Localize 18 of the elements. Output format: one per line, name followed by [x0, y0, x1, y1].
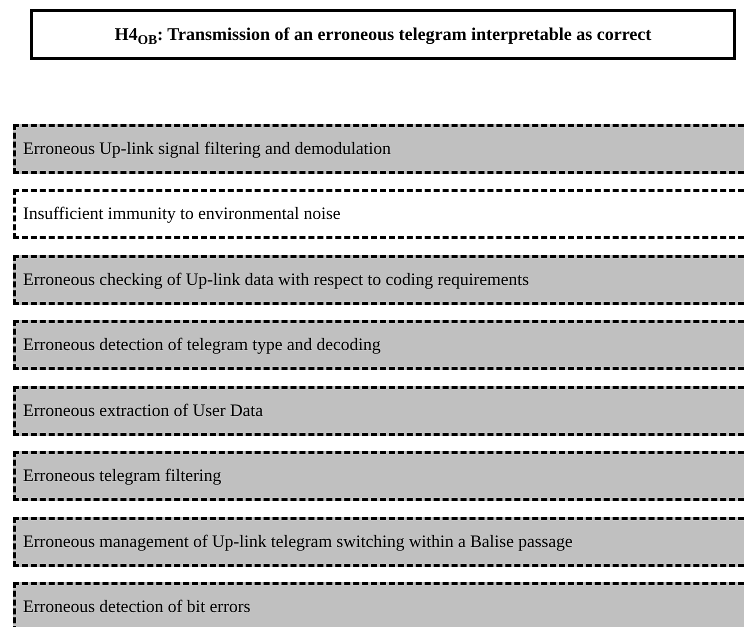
dashed-band [13, 189, 744, 239]
band-text: Erroneous management of Up-link telegram switching within a Balise passage [23, 531, 573, 553]
dashed-band [13, 582, 744, 627]
title-text: H4$_{OB}$: Transmission of an erroneous telegram interpretable as correct [114, 23, 652, 46]
dashed-band [13, 451, 744, 501]
band-text: Erroneous extraction of User Data [23, 400, 264, 422]
dashed-band [13, 124, 744, 174]
title-box [30, 9, 736, 60]
dashed-band [13, 255, 744, 305]
band-text: Erroneous detection of bit errors [23, 596, 250, 618]
dashed-band [13, 517, 744, 567]
band-text: Erroneous telegram filtering [23, 465, 222, 487]
band-text: Erroneous Up-link signal filtering and demodulation [23, 138, 391, 160]
dashed-band [13, 386, 744, 436]
dashed-band [13, 320, 744, 370]
band-text: Erroneous checking of Up-link data with respect to coding requirements [23, 269, 529, 291]
band-text: Erroneous detection of telegram type and decoding [23, 334, 381, 356]
band-text: Insufficient immunity to environmental noise [23, 203, 341, 225]
